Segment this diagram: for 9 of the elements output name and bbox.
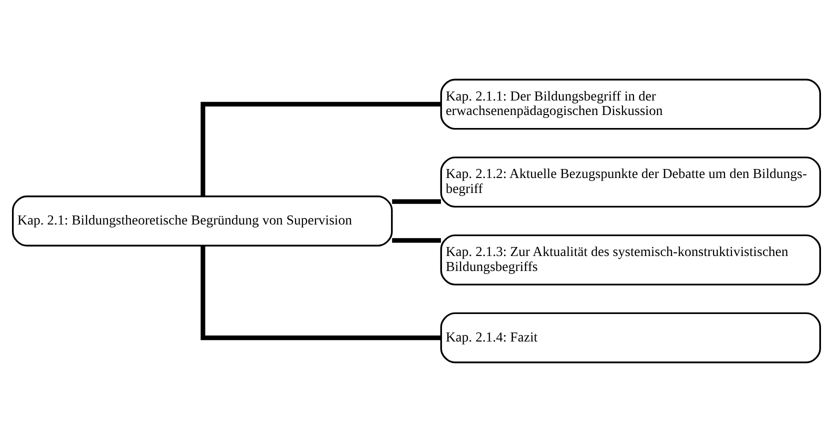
connector (200, 101, 441, 196)
node-box: Kap. 2.1.4: Fazit (440, 312, 821, 363)
node-box: Kap. 2.1: Bildungstheoretische Begründung von Supervision (12, 195, 393, 246)
node-box: Kap. 2.1.1: Der Bildungsbegriff in der erwachsenenpädagogischen Diskussion (440, 78, 821, 130)
node-box: Kap. 2.1.2: Aktuelle Bezugspunkte der Debatte um den Bildungs- begriff (440, 156, 821, 208)
connector (392, 198, 441, 204)
node-box: Kap. 2.1.3: Zur Aktualität des systemisch-konstruktivistischen Bildungsbegriffs (440, 234, 821, 285)
connector (200, 245, 441, 340)
connector (392, 238, 441, 242)
